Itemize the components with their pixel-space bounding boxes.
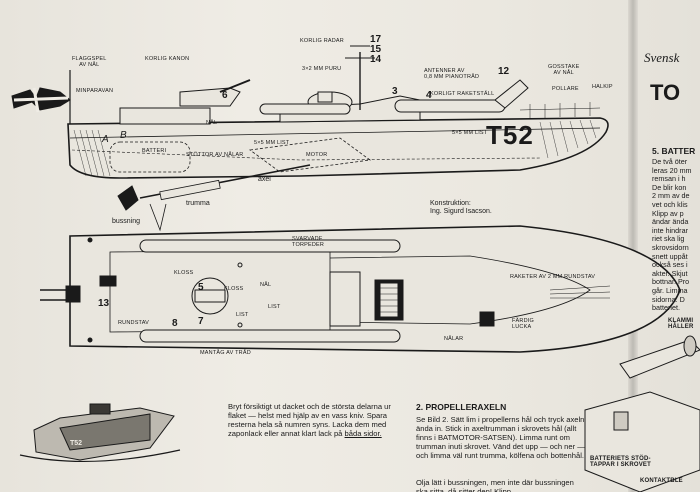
korlig-radar-label: KORLIG RADAR <box>300 38 344 44</box>
list-5x5-label: 5×5 MM LIST <box>254 140 290 146</box>
mantag-label: MANTÅG AV TRÅD <box>200 350 251 356</box>
kloss-label: KLOSS <box>174 270 194 276</box>
plan-nal-label: NÅL <box>260 282 272 288</box>
trumma-label: trumma <box>186 200 210 207</box>
batteri-label: BATTERI <box>142 148 167 154</box>
nal-label: NÅL <box>206 120 218 126</box>
section-5-line: också ses i <box>652 260 688 270</box>
gosstake-label: GOSSTAKE AV NÅL <box>548 64 580 76</box>
section-5-line: akter. Skjut <box>652 268 688 278</box>
section-5-line: Klipp av p <box>652 208 684 218</box>
section-2-text: Se Bild 2. Sätt lim i propellerns hål oc… <box>416 415 585 460</box>
batteriets-label: BATTERIETS STÖD- TAPPAR I SKROVET <box>590 456 651 468</box>
pollare-label: POLLARE <box>552 86 579 92</box>
nalar-label: NÅLAR <box>444 336 464 342</box>
section-5-line: skrovsidorn <box>652 242 689 252</box>
section-5-line: De två öter <box>652 157 688 166</box>
list2-label: LIST <box>268 304 281 310</box>
paper-fold <box>628 0 638 492</box>
battery-diagram <box>584 335 700 492</box>
swedish-flag-icon <box>11 87 71 113</box>
halkip-label: HALKIP <box>592 84 613 90</box>
intro-text: Bryt försiktigt ut dacket och de största… <box>228 402 391 438</box>
svarvade-label: SVARVADE TORPEDER <box>292 236 325 248</box>
section-5-line: snett uppåt <box>652 251 688 261</box>
axel-label: axel <box>258 176 271 183</box>
section-5-line: ändar ända <box>652 217 689 227</box>
section-5-line: De blir kon <box>652 182 687 192</box>
kloss2-label: KLOSS <box>224 286 244 292</box>
korlig-kanon-label: KORLIG KANON <box>145 56 190 62</box>
bussning-label: bussning <box>112 218 141 225</box>
raketer-label: RAKETER AV 2 MM RUNDSTAV <box>510 274 596 280</box>
callout-12: 12 <box>498 66 510 77</box>
section-5-title: 5. BATTER <box>652 146 696 156</box>
profile-view <box>11 45 609 232</box>
rundstav-label: RUNDSTAV <box>118 320 150 326</box>
callout-14: 14 <box>370 54 382 65</box>
callout-4: 4 <box>426 90 432 101</box>
callout-5: 5 <box>198 282 204 293</box>
callout-3: 3 <box>392 86 398 97</box>
callout-15: 15 <box>370 44 382 55</box>
flagstang-label: FLAGGSPEL AV NÅL <box>72 56 107 68</box>
section-5-line: bottnar. Pro <box>652 277 690 287</box>
section-5-line: 2 mm av de <box>652 191 690 201</box>
plan-view <box>40 225 681 353</box>
callout-6: 6 <box>222 90 228 101</box>
callout-a: A <box>102 134 109 145</box>
section-5-line: sidorna. D <box>652 294 685 304</box>
motor-label: MOTOR <box>306 152 328 158</box>
callout-17: 17 <box>370 34 382 45</box>
konstruktion-label: Konstruktion: Ing. Sigurd Isacson. <box>430 200 492 215</box>
callout-b: B <box>120 130 127 141</box>
raketstall-label: KORLIGT RAKETSTÄLL <box>430 91 495 97</box>
antenner-label: ANTENNER AV 0,8 MM PIANOTRÅD <box>424 68 480 80</box>
section-5-line: går. Limma <box>652 285 688 295</box>
section-5-line: leras 20 mm <box>652 165 692 175</box>
klammor-label: KLAMMI HÅLLER <box>668 318 694 330</box>
thumb-number: T52 <box>70 440 83 447</box>
svensk-title: Svensk <box>644 50 680 65</box>
callout-13: 13 <box>98 298 110 309</box>
intro-emphasis: båda sidor. <box>344 429 382 438</box>
to-title: TO <box>650 80 681 105</box>
hull-number: T52 <box>486 120 534 150</box>
kontakt-label: KONTAKTBLE <box>640 478 683 484</box>
section-2-title: 2. PROPELLERAXELN <box>416 402 507 412</box>
list-5x5-b-label: 5×5 MM LIST <box>452 130 488 136</box>
minparavan-label: MINPARAVAN <box>76 88 114 94</box>
section-5-line: inte hindrar <box>652 225 688 235</box>
section-5-line: riet ska lig <box>652 234 685 244</box>
puru-label: 3×2 MM PURU <box>302 66 342 72</box>
section-5-line: batteriet. <box>652 303 680 313</box>
thumbnail-boat-photo <box>19 403 181 462</box>
section-2-more: Olja lätt i bussningen, men inte där bus… <box>416 478 574 492</box>
list-label: LIST <box>236 312 249 318</box>
section-5-line: vet och klis <box>652 199 688 209</box>
fardig-lucka-label: FÄRDIG LUCKA <box>512 318 534 330</box>
section-5-line: remsan i h <box>652 174 686 184</box>
callout-8: 8 <box>172 318 178 329</box>
stottor-label: STÖTTOR AV NÅLAR <box>186 152 244 158</box>
callout-7: 7 <box>198 316 204 327</box>
